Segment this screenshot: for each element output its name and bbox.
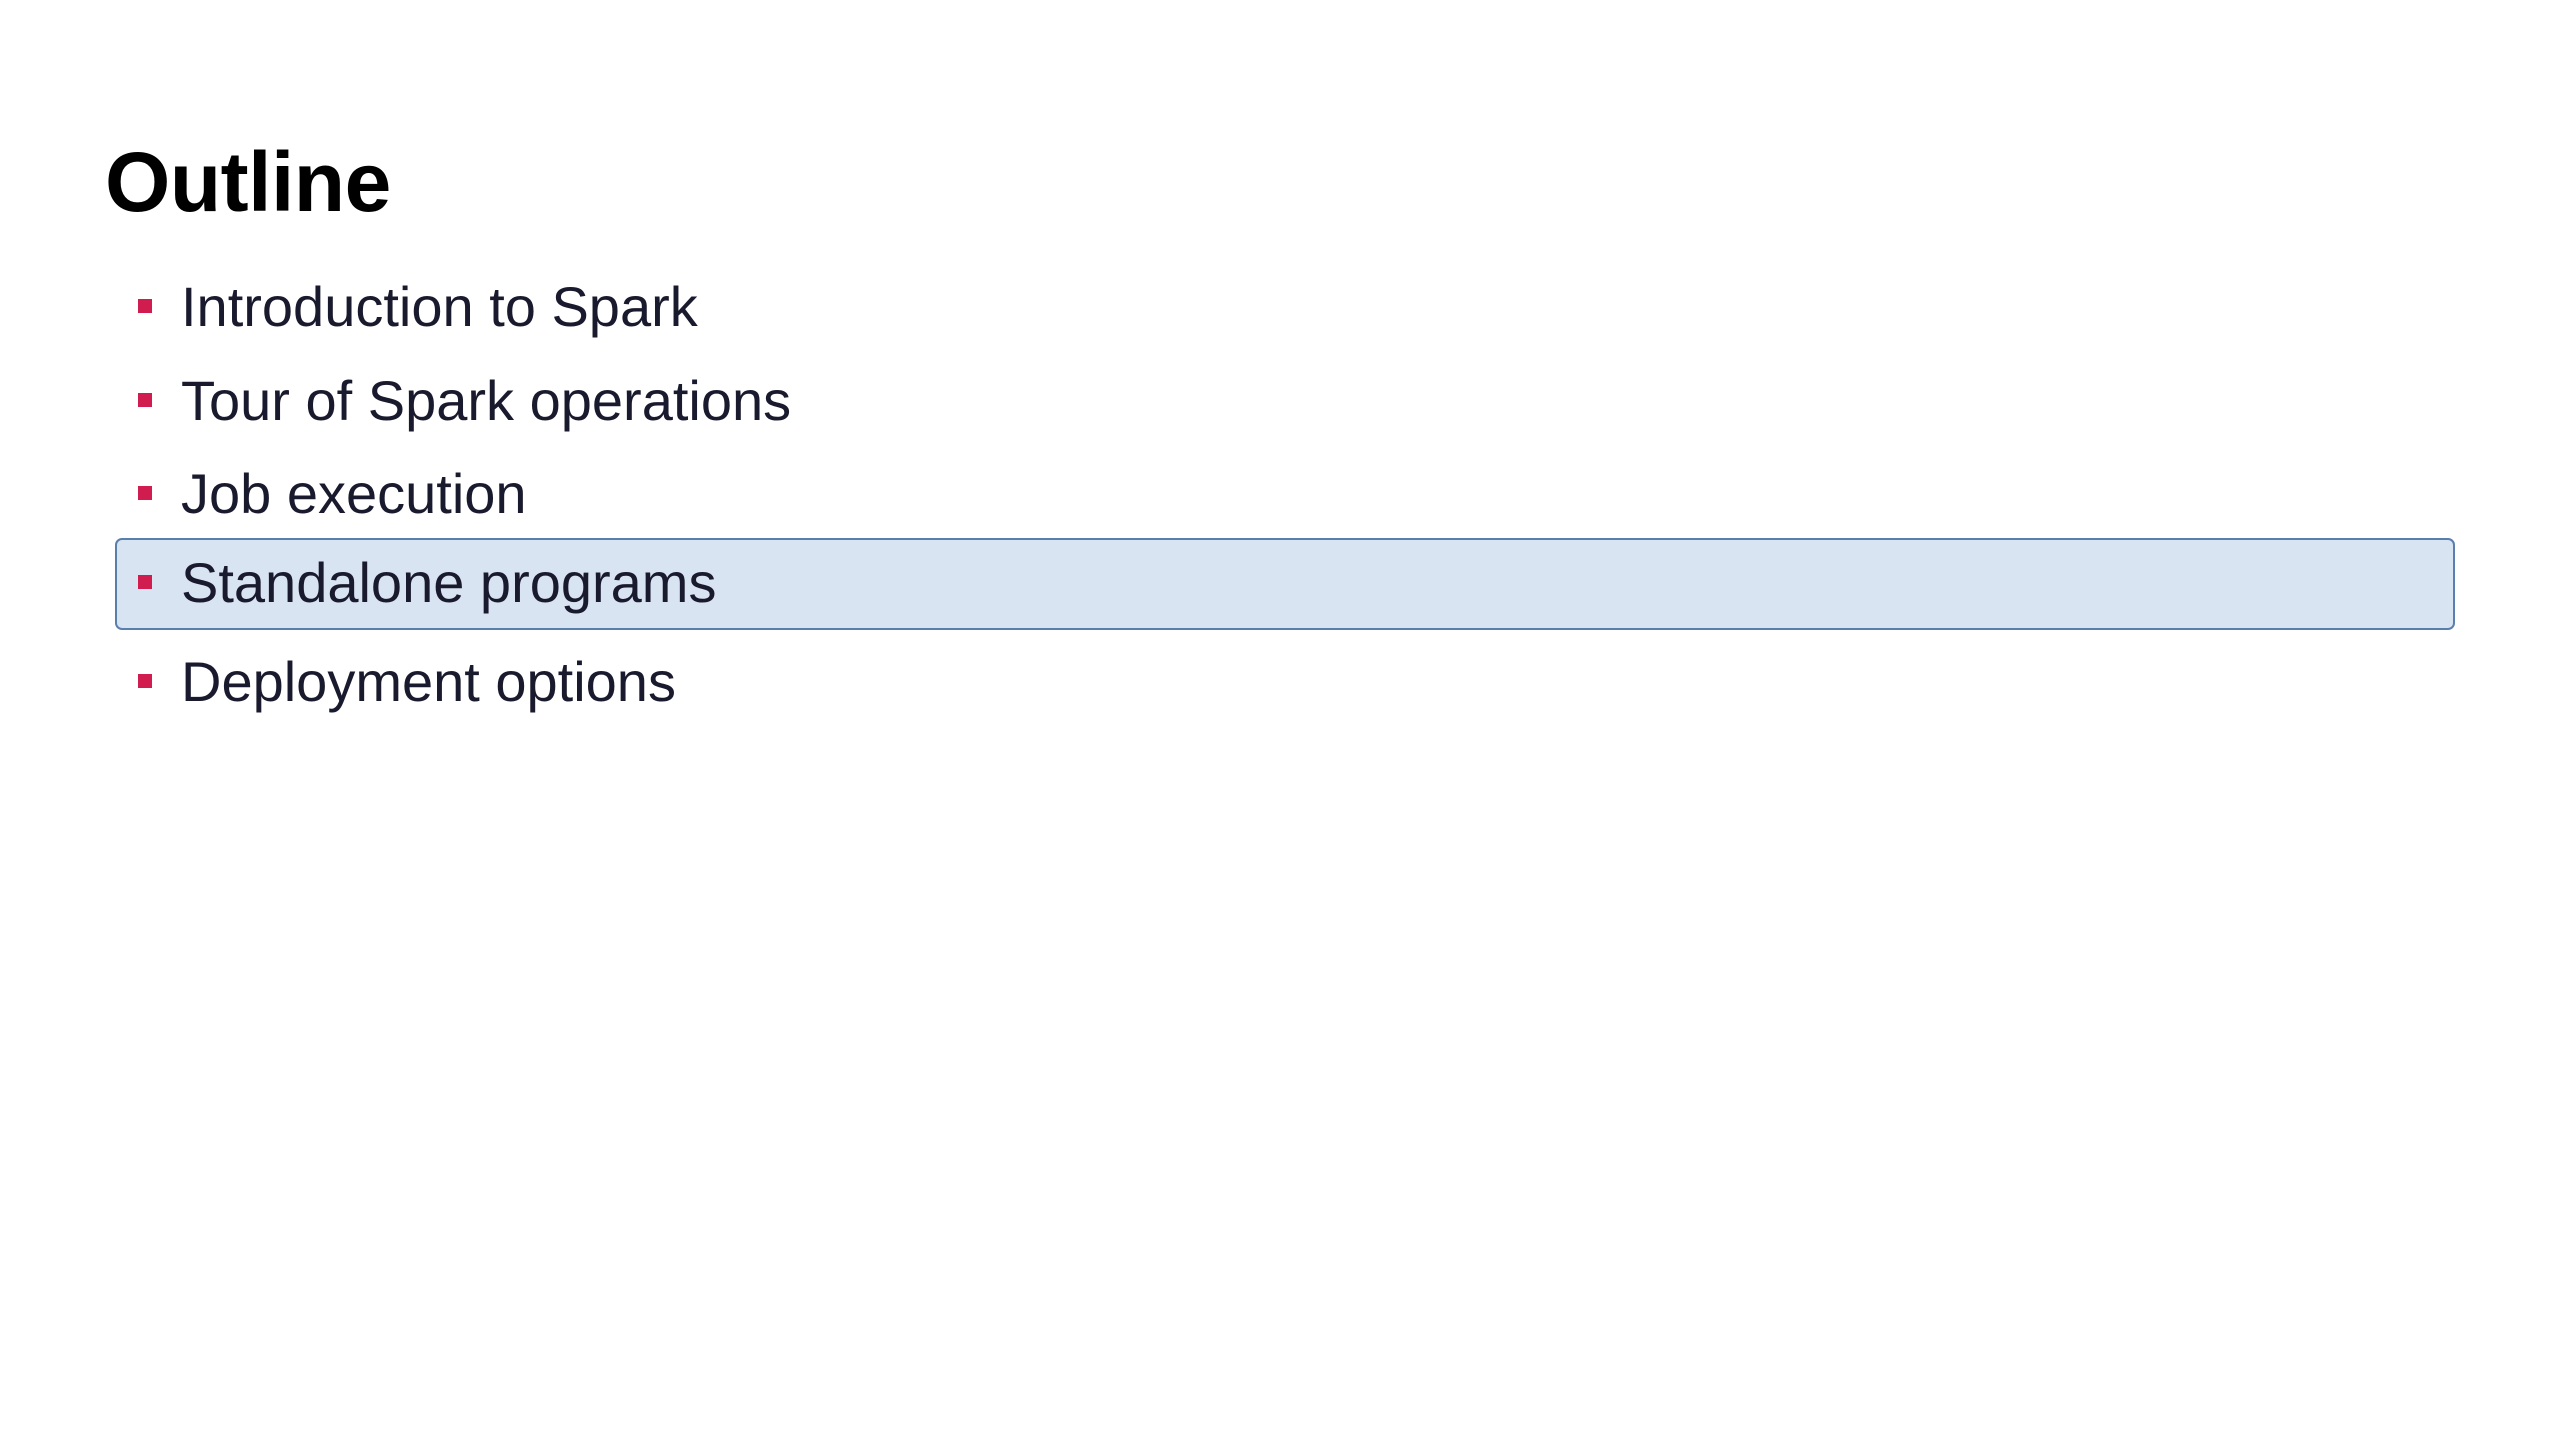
outline-item-label: Introduction to Spark	[181, 275, 698, 338]
square-bullet-icon	[138, 674, 152, 688]
outline-item-introduction: Introduction to Spark	[115, 262, 2455, 352]
outline-item-tour: Tour of Spark operations	[115, 356, 2455, 446]
square-bullet-icon	[138, 486, 152, 500]
outline-item-job-execution: Job execution	[115, 449, 2455, 539]
outline-item-standalone-programs: Standalone programs	[115, 538, 2455, 630]
outline-item-label: Tour of Spark operations	[181, 369, 792, 432]
outline-item-label: Deployment options	[181, 650, 676, 713]
slide-title: Outline	[105, 135, 391, 229]
square-bullet-icon	[138, 393, 152, 407]
outline-item-label: Standalone programs	[181, 551, 717, 614]
square-bullet-icon	[138, 299, 152, 313]
outline-item-deployment-options: Deployment options	[115, 637, 2455, 727]
square-bullet-icon	[138, 575, 152, 589]
outline-item-label: Job execution	[181, 462, 527, 525]
